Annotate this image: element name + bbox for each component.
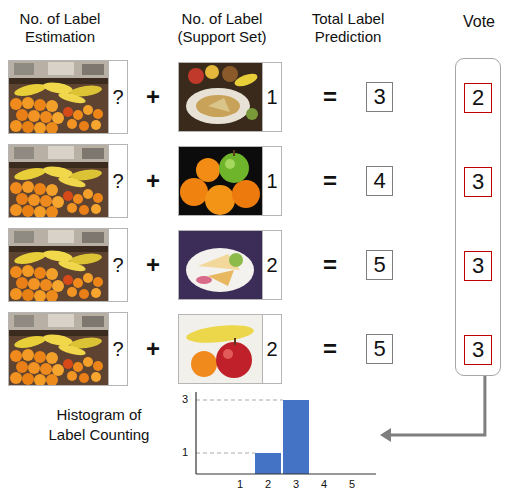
arrow-head [380, 428, 391, 442]
image-tile: 2 [178, 230, 282, 300]
histogram-chart [196, 392, 376, 474]
plate-photo [178, 230, 262, 300]
prediction-box: 3 [366, 82, 393, 112]
column-heading: Total Label Prediction [296, 10, 400, 46]
plus-sign: + [146, 335, 160, 364]
count-number: 3 [472, 169, 484, 195]
count-number: 3 [472, 337, 484, 363]
column-heading: Vote [446, 13, 509, 31]
image-tile: ? [8, 60, 128, 134]
fruit-photo [178, 146, 262, 216]
number-strip: 2 [262, 315, 281, 383]
count-number: 5 [373, 336, 385, 362]
axis-tick: 3 [293, 478, 299, 491]
plus-sign: + [146, 167, 160, 196]
number-strip: ? [108, 145, 127, 217]
number-strip: 1 [262, 63, 281, 131]
support-images [178, 62, 262, 384]
axis-tick: 5 [349, 478, 355, 491]
count-number: 1 [266, 170, 277, 193]
image-tile: 2 [178, 314, 282, 384]
food-photo [178, 62, 262, 132]
count-number: 3 [472, 253, 484, 279]
chart-title: Histogram of Label Counting [38, 405, 160, 444]
axis-tick: 4 [321, 478, 327, 491]
count-number: 1 [266, 86, 277, 109]
axis-value: 3 [182, 393, 188, 406]
count-number: ? [112, 338, 123, 361]
column-heading: No. of Label (Support Set) [161, 10, 283, 46]
prediction-box: 5 [366, 334, 393, 364]
count-number: 4 [373, 168, 385, 194]
market-photo [8, 60, 108, 134]
count-number: ? [112, 170, 123, 193]
number-strip: ? [108, 229, 127, 301]
y-axis [195, 392, 196, 474]
vote-panel: Vote2333 [455, 58, 501, 376]
count-number: 2 [266, 338, 277, 361]
grid-line [196, 453, 255, 454]
equals-sign: = [323, 83, 337, 112]
number-strip: 2 [262, 231, 281, 299]
prediction-box: 5 [366, 250, 393, 280]
image-tile: ? [8, 228, 128, 302]
axis-value: 1 [182, 446, 188, 459]
number-strip: ? [108, 61, 127, 133]
vote-box: 3 [464, 251, 492, 281]
count-number: ? [112, 254, 123, 277]
plus-sign: + [146, 83, 160, 112]
plus-sign: + [146, 251, 160, 280]
market-photo [8, 144, 108, 218]
count-number: ? [112, 86, 123, 109]
number-strip: 1 [262, 147, 281, 215]
equals-sign: = [323, 251, 337, 280]
equals-sign: = [323, 167, 337, 196]
vote-box: 3 [464, 167, 492, 197]
market-photo [8, 312, 108, 386]
grid-line [196, 400, 283, 401]
vote-box: 3 [464, 335, 492, 365]
count-number: 2 [472, 85, 484, 111]
histogram-area: Histogram of Label Counting [20, 395, 380, 475]
axis-tick: 2 [265, 478, 271, 491]
count-number: 2 [266, 254, 277, 277]
histogram-bar [283, 400, 309, 474]
fruit-photo [178, 314, 262, 384]
market-photo [8, 228, 108, 302]
count-number: 5 [373, 252, 385, 278]
axis-tick: 1 [237, 478, 243, 491]
image-tile: ? [8, 312, 128, 386]
image-tile: ? [8, 144, 128, 218]
equals-sign: = [323, 335, 337, 364]
number-strip: ? [108, 313, 127, 385]
histogram-bar [255, 453, 281, 474]
count-number: 3 [373, 84, 385, 110]
image-tile: 1 [178, 146, 282, 216]
column-heading: No. of Label Estimation [4, 10, 116, 46]
vote-box: 2 [464, 83, 492, 113]
prediction-box: 4 [366, 166, 393, 196]
image-tile: 1 [178, 62, 282, 132]
flow-arrow [380, 376, 485, 442]
x-axis [196, 473, 376, 474]
arrow-line [389, 376, 485, 435]
query-images [8, 60, 108, 386]
